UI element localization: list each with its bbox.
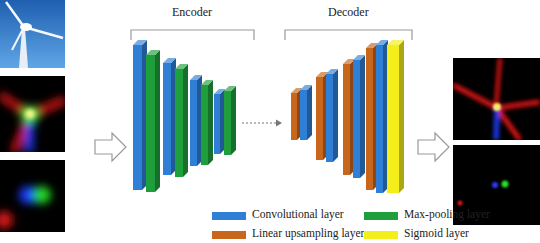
layer-face xyxy=(326,74,333,162)
layer-face xyxy=(190,75,202,80)
heatmap-lines xyxy=(0,76,65,152)
layer-face xyxy=(333,69,338,162)
layer-face xyxy=(399,40,404,193)
heatmap-points xyxy=(0,160,65,232)
legend-text: Max-pooling layer xyxy=(404,208,490,220)
legend-text: Sigmoid layer xyxy=(404,227,469,239)
layer-face xyxy=(343,64,350,175)
layer-face xyxy=(376,45,383,193)
layer-face xyxy=(224,91,231,155)
legend-swatch xyxy=(212,231,246,239)
legend-text: Convolutional layer xyxy=(252,208,344,220)
layer-face xyxy=(387,45,399,193)
layer-face xyxy=(214,89,225,94)
layer-face xyxy=(183,64,188,177)
layer-face xyxy=(307,85,312,140)
layer-face xyxy=(224,86,236,91)
layer-face xyxy=(133,45,142,190)
layer-face xyxy=(387,40,404,45)
legend-swatch xyxy=(364,231,398,239)
flow-arrow xyxy=(95,133,126,161)
layer-face xyxy=(201,80,213,85)
layer-face xyxy=(146,50,160,55)
layer-face xyxy=(163,58,176,63)
turbine-photo xyxy=(0,0,65,68)
layer-face xyxy=(300,90,307,140)
layer-face xyxy=(175,69,183,177)
section-heading: Encoder xyxy=(170,5,214,20)
layer-face xyxy=(146,55,155,192)
layer-face xyxy=(231,86,236,155)
arrow-head xyxy=(276,120,282,127)
decoder-bracket xyxy=(285,30,412,40)
layer-face xyxy=(214,94,220,154)
layer-face xyxy=(133,40,147,45)
layer-face xyxy=(291,93,297,140)
layer-face xyxy=(208,80,213,165)
layer-face xyxy=(155,50,160,192)
layer-face xyxy=(366,48,373,190)
layer-face xyxy=(190,80,197,166)
layer-stack xyxy=(133,40,404,193)
output-lines xyxy=(453,58,540,140)
layer-face xyxy=(175,64,188,69)
layer-face xyxy=(300,85,312,90)
dotted-arrow xyxy=(242,122,276,123)
flow-arrow xyxy=(418,133,449,161)
layer-face xyxy=(353,60,360,178)
layer-face xyxy=(326,69,338,74)
legend-swatch xyxy=(212,212,246,220)
layer-face xyxy=(316,77,323,160)
legend-swatch xyxy=(364,212,398,220)
section-heading: Decoder xyxy=(326,5,371,20)
layer-face xyxy=(360,55,365,178)
legend-text: Linear upsampling layer xyxy=(252,227,364,239)
layer-face xyxy=(201,85,208,165)
encoder-bracket xyxy=(131,30,254,40)
layer-face xyxy=(376,40,388,45)
layer-face xyxy=(353,55,365,60)
layer-face xyxy=(163,63,171,175)
